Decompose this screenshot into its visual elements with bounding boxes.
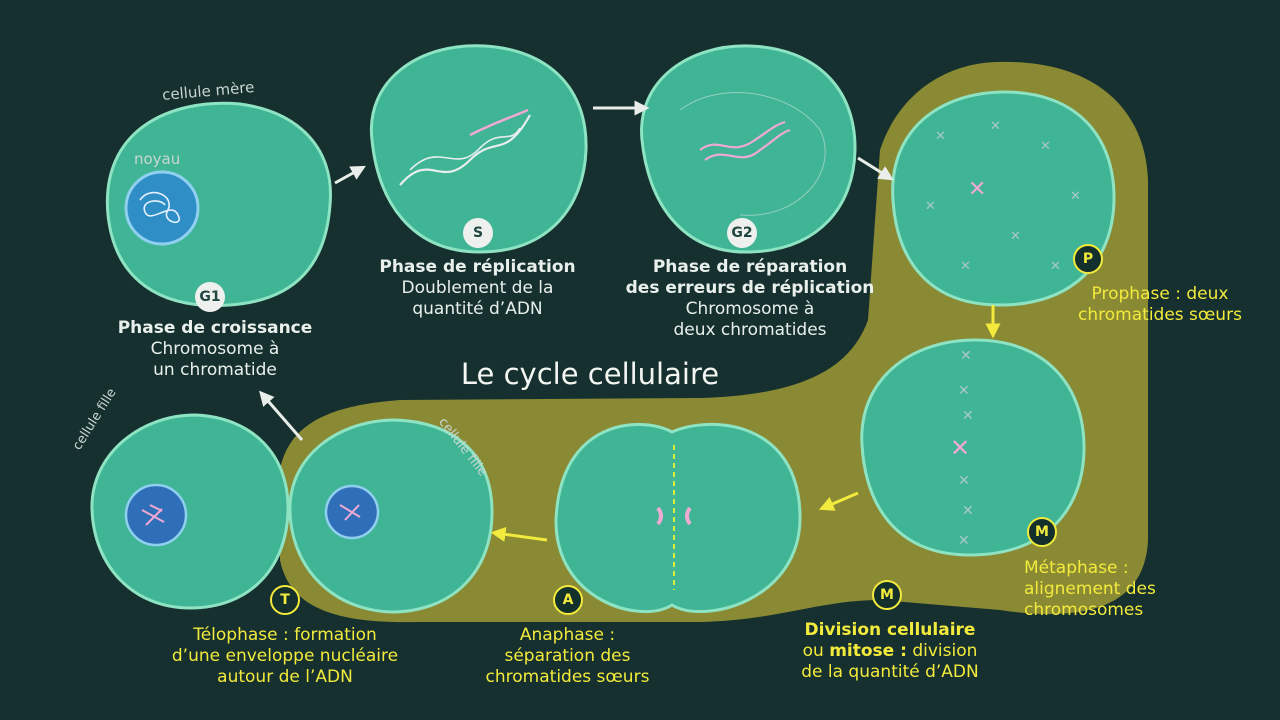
- arrow-m-a: [818, 491, 859, 511]
- cell-prophase: ✕ ✕ ✕ ✕ ✕ ✕ ✕ ✕ ✕: [891, 90, 1116, 307]
- arrow-a-t: [490, 526, 548, 542]
- arrow-g2-p: [857, 156, 894, 181]
- cell-daughter-left: [90, 413, 290, 610]
- svg-text:✕: ✕: [968, 177, 986, 202]
- label-g2-line2: deux chromatides: [673, 320, 827, 340]
- label-telophase-name: Télophase: [193, 625, 278, 645]
- label-anaphase-line1: séparation des: [504, 646, 631, 666]
- cell-s: [369, 44, 588, 254]
- label-telophase-line1: d’une enveloppe nucléaire: [171, 646, 399, 666]
- svg-text:✕: ✕: [935, 129, 946, 144]
- label-g2-line1: Chromosome à: [685, 299, 815, 319]
- svg-text:✕: ✕: [925, 199, 936, 214]
- label-anaphase-line2: chromatides sœurs: [485, 667, 650, 687]
- label-division-line2: de la quantité d’ADN: [801, 662, 979, 682]
- badge-telophase: T: [270, 585, 300, 615]
- label-s-line2: quantité d’ADN: [412, 299, 543, 319]
- badge-g1: G1: [195, 282, 225, 312]
- svg-text:✕: ✕: [1070, 189, 1081, 204]
- label-telophase-rest: : formation: [277, 625, 377, 645]
- nucleus-g1: [124, 170, 200, 246]
- arrow-t-g1: [259, 390, 304, 441]
- label-anaphase-name: Anaphase :: [519, 625, 616, 645]
- badge-s: S: [463, 218, 493, 248]
- cell-g1: [105, 101, 332, 308]
- label-telophase: Télophase : formation d’une enveloppe nu…: [155, 625, 415, 688]
- svg-text:✕: ✕: [1040, 139, 1051, 154]
- label-division-mitose: mitose :: [829, 641, 907, 661]
- svg-text:✕: ✕: [962, 408, 974, 424]
- label-s-title: Phase de réplication: [379, 257, 576, 277]
- label-g2-title1: Phase de réparation: [652, 257, 848, 277]
- label-g1: Phase de croissance Chromosome à un chro…: [100, 318, 330, 381]
- svg-text:✕: ✕: [1010, 229, 1021, 244]
- label-metaphase: Métaphase : alignement des chromosomes: [1024, 558, 1174, 621]
- label-prophase-line2: chromatides sœurs: [1078, 305, 1242, 325]
- badge-anaphase: A: [553, 585, 583, 615]
- label-metaphase-line1: alignement des: [1024, 579, 1156, 599]
- svg-text:✕: ✕: [958, 383, 970, 399]
- label-division: Division cellulaire ou mitose : division…: [775, 620, 1005, 683]
- arrow-g1-s: [334, 165, 366, 185]
- svg-text:✕: ✕: [960, 259, 971, 274]
- cell-g2: [640, 44, 857, 254]
- svg-text:✕: ✕: [960, 348, 972, 364]
- label-g2: Phase de réparation des erreurs de répli…: [615, 257, 885, 341]
- label-metaphase-name: Métaphase :: [1024, 558, 1129, 578]
- label-g1-title: Phase de croissance: [117, 318, 313, 338]
- badge-division: M: [872, 580, 902, 610]
- label-s-line1: Doublement de la: [401, 278, 554, 298]
- label-s: Phase de réplication Doublement de la qu…: [365, 257, 590, 320]
- svg-text:✕: ✕: [962, 503, 974, 519]
- label-g2-title2: des erreurs de réplication: [625, 278, 875, 298]
- label-division-title: Division cellulaire: [804, 620, 976, 640]
- label-division-ou: ou: [802, 641, 830, 661]
- label-metaphase-line2: chromosomes: [1024, 600, 1144, 620]
- svg-text:✕: ✕: [1050, 259, 1061, 274]
- svg-text:✕: ✕: [958, 473, 970, 489]
- badge-metaphase: M: [1027, 517, 1057, 547]
- label-prophase: Prophase : deux chromatides sœurs: [1060, 284, 1260, 326]
- label-anaphase: Anaphase : séparation des chromatides sœ…: [470, 625, 665, 688]
- cell-anaphase: [554, 422, 802, 614]
- badge-prophase: P: [1073, 244, 1103, 274]
- cell-telophase: [288, 418, 494, 614]
- label-division-rest: division: [906, 641, 978, 661]
- badge-g2: G2: [727, 218, 757, 248]
- svg-text:✕: ✕: [990, 119, 1001, 134]
- label-prophase-rest: : deux: [1169, 284, 1229, 304]
- label-g1-line1: Chromosome à: [150, 339, 280, 359]
- cell-metaphase: ✕ ✕ ✕ ✕ ✕ ✕ ✕: [860, 338, 1086, 557]
- svg-text:✕: ✕: [950, 434, 970, 462]
- label-g1-line2: un chromatide: [153, 360, 277, 380]
- svg-text:✕: ✕: [958, 533, 970, 549]
- label-telophase-line2: autour de l’ADN: [217, 667, 353, 687]
- diagram-title: Le cycle cellulaire: [460, 357, 720, 391]
- tag-nucleus: noyau: [134, 150, 181, 168]
- label-prophase-name: Prophase: [1091, 284, 1170, 304]
